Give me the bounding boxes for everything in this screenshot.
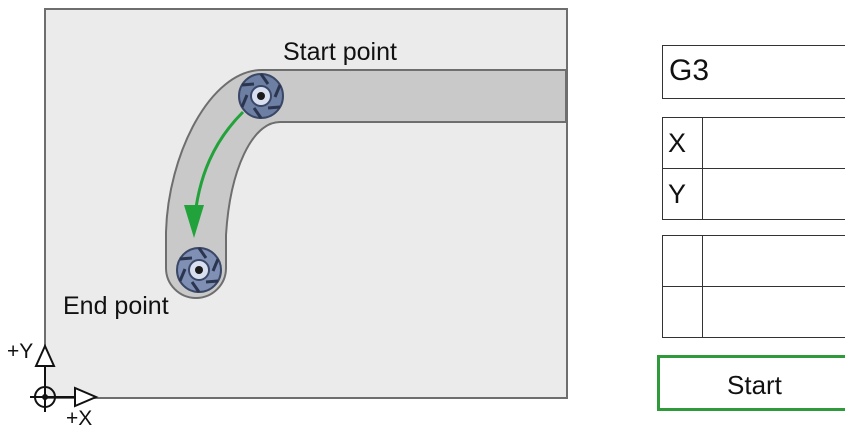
- param-value-field[interactable]: [702, 286, 845, 338]
- y-value-field[interactable]: [702, 168, 845, 220]
- start-point-label: Start point: [283, 38, 397, 66]
- gcode-field[interactable]: G3: [662, 45, 845, 99]
- axis-cell-x: X: [662, 117, 703, 169]
- axis-x-label: +X: [66, 407, 93, 430]
- coordinate-origin-icon: [30, 382, 60, 412]
- table-row: Y: [662, 168, 845, 220]
- start-button[interactable]: Start: [657, 355, 845, 411]
- param-label-cell: [662, 286, 703, 338]
- arrow-right-icon: [60, 386, 99, 408]
- cutter-tool-icon: [176, 247, 222, 293]
- table-row: [662, 235, 845, 287]
- gcode-value: G3: [669, 54, 710, 87]
- coordinate-table: X Y: [662, 117, 845, 220]
- table-row: X: [662, 117, 845, 169]
- end-point-label: End point: [63, 292, 169, 320]
- workpiece: [44, 8, 568, 399]
- x-value-field[interactable]: [702, 117, 845, 169]
- axis-cell-y: Y: [662, 168, 703, 220]
- parameter-table: [662, 235, 845, 338]
- tool-path-arrowhead: [184, 205, 204, 238]
- start-button-label: Start: [727, 370, 782, 400]
- arrow-up-icon: [34, 343, 56, 382]
- axis-y-label: +Y: [7, 340, 34, 363]
- table-row: [662, 286, 845, 338]
- param-label-cell: [662, 235, 703, 287]
- cutter-tool-icon: [238, 73, 284, 119]
- param-value-field[interactable]: [702, 235, 845, 287]
